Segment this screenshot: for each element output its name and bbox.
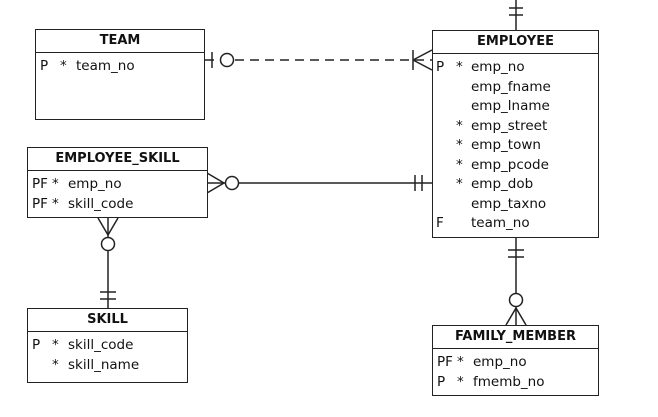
- circle-symbol: [219, 52, 235, 68]
- entity-title: TEAM: [36, 30, 204, 53]
- attribute-row: *emp_pcode: [456, 156, 549, 173]
- relationship-employeeskill-skill: [97, 217, 119, 308]
- attribute-row: emp_lname: [471, 98, 550, 114]
- entity-title: EMPLOYEE_SKILL: [28, 148, 207, 171]
- attribute-row: PF*skill_code: [32, 195, 134, 212]
- entity-team[interactable]: TEAM P * team_no: [35, 29, 205, 120]
- crowfoot-symbol: [206, 172, 225, 184]
- attribute-row: P*skill_code: [32, 337, 134, 353]
- relationship-team-employee: [205, 49, 433, 71]
- employee-top-connector: [509, 0, 523, 30]
- crowfoot-symbol: [505, 307, 517, 326]
- entity-title: SKILL: [28, 309, 187, 332]
- attribute-row: P*fmemb_no: [437, 373, 545, 390]
- entity-employee[interactable]: EMPLOYEE P*emp_no emp_fname emp_lname *e…: [432, 30, 599, 238]
- circle-symbol: [100, 236, 116, 252]
- attribute-row: *skill_name: [52, 356, 140, 373]
- entity-title: FAMILY_MEMBER: [433, 326, 598, 349]
- attribute-row: P * team_no: [40, 58, 135, 74]
- relationship-employeeskill-employee: [206, 172, 432, 194]
- relationship-employee-familymember: [505, 238, 527, 326]
- attribute-row: PF*emp_no: [32, 176, 122, 192]
- attribute-row: *emp_town: [456, 137, 541, 153]
- crowfoot-symbol: [412, 49, 433, 61]
- attribute-row: emp_fname: [471, 78, 551, 95]
- entity-family-member[interactable]: FAMILY_MEMBER PF*emp_no P*fmemb_no: [432, 325, 599, 396]
- circle-symbol: [224, 175, 240, 191]
- entity-title: EMPLOYEE: [433, 31, 598, 54]
- attribute-row: emp_taxno: [471, 195, 547, 212]
- entity-employee-skill[interactable]: EMPLOYEE_SKILL PF*emp_no PF*skill_code: [27, 147, 208, 218]
- circle-symbol: [508, 292, 524, 308]
- crowfoot-symbol: [97, 217, 109, 236]
- attribute-row: PF*emp_no: [437, 354, 527, 370]
- entity-skill[interactable]: SKILL P*skill_code *skill_name: [27, 308, 188, 383]
- attribute-row: P*emp_no: [436, 59, 525, 75]
- attribute-row: *emp_street: [456, 117, 548, 134]
- attribute-row: *emp_dob: [456, 176, 534, 192]
